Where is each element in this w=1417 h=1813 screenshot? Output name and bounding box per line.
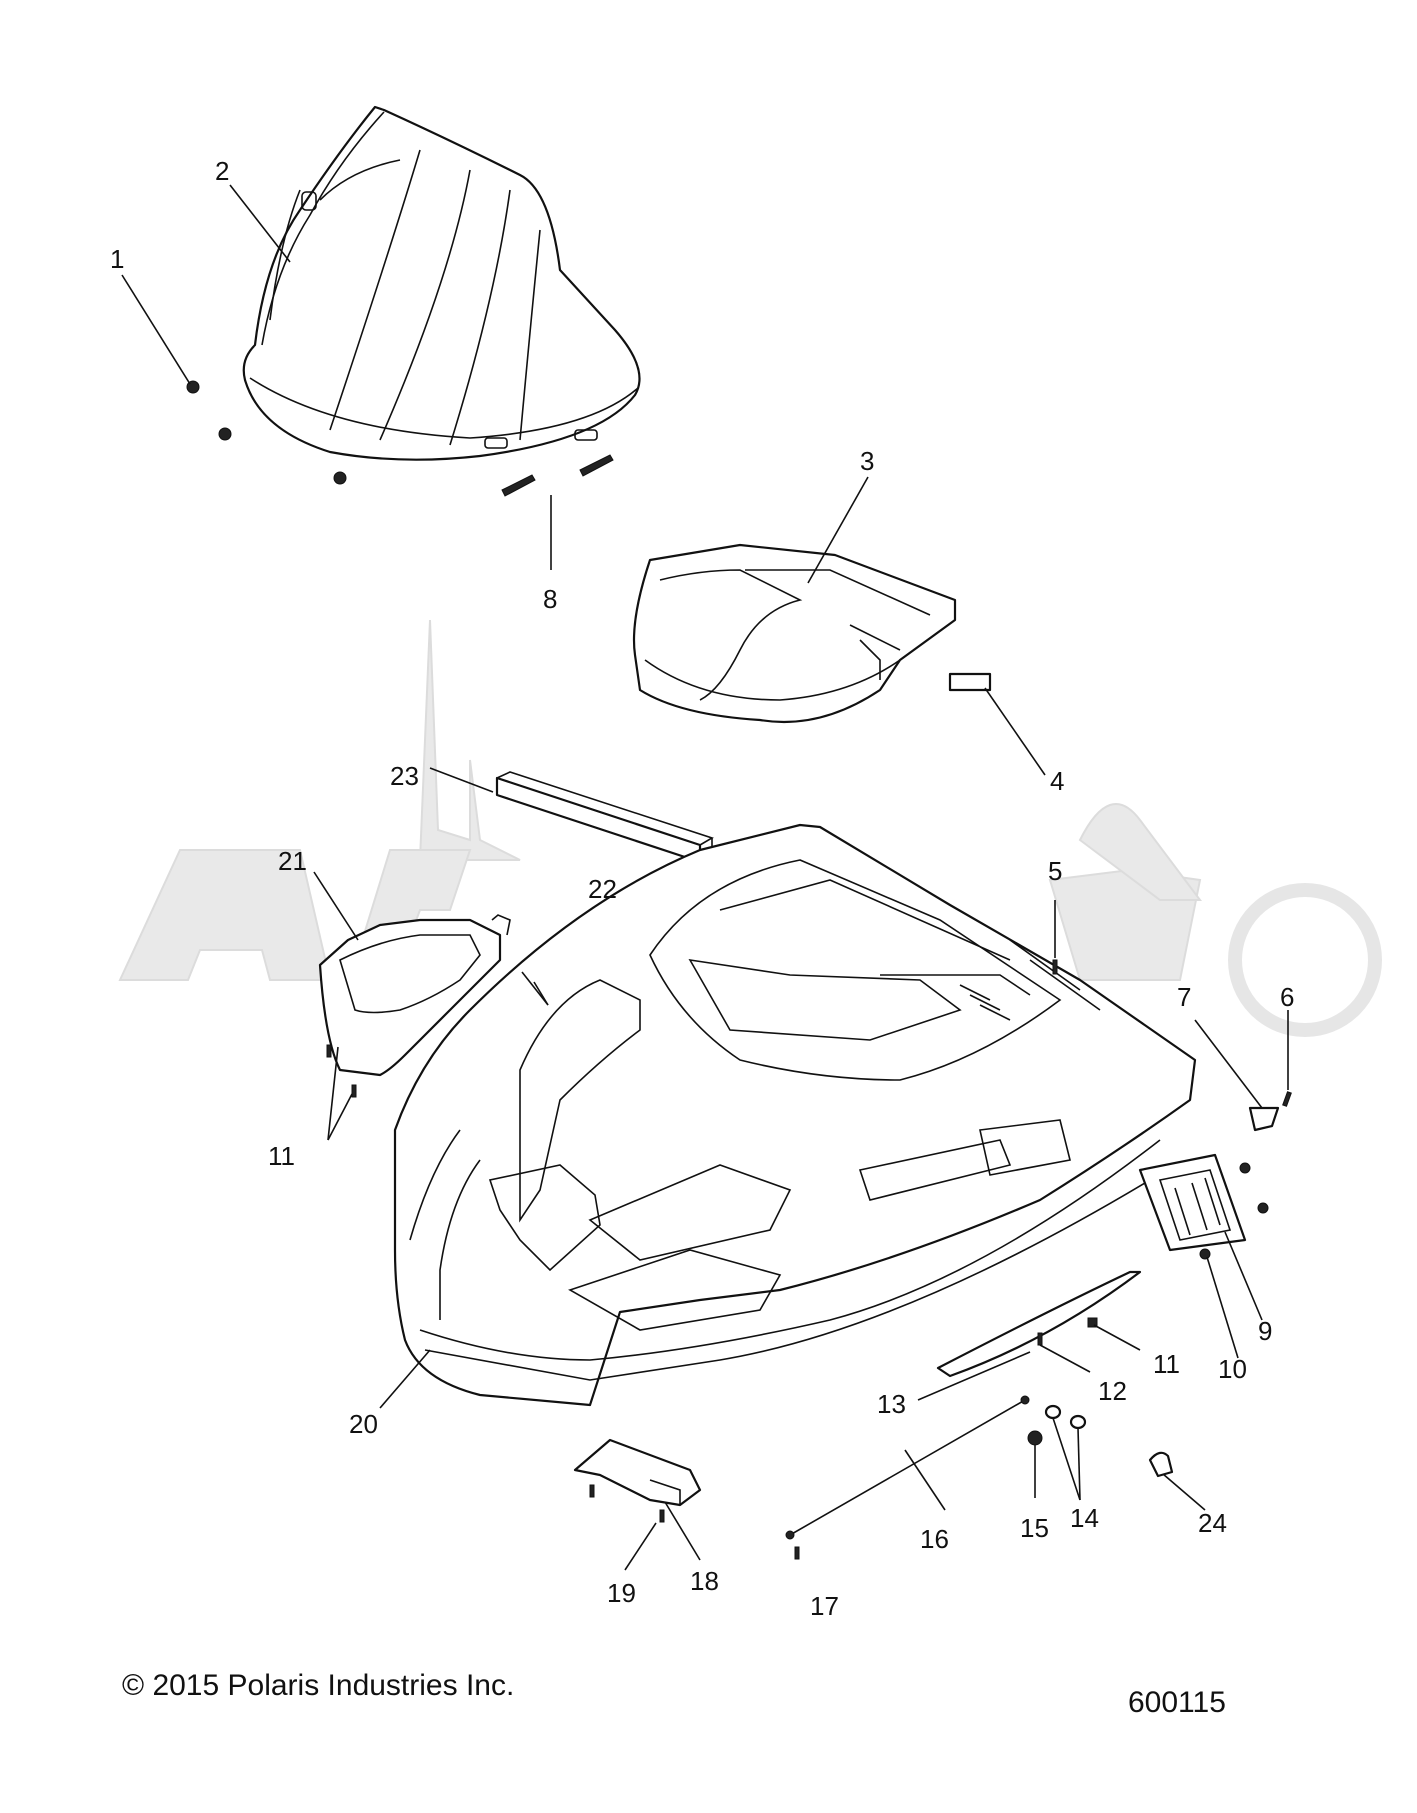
callout-21: 21 xyxy=(278,846,307,876)
callout-17: 17 xyxy=(810,1591,839,1621)
callout-5: 5 xyxy=(1048,856,1062,886)
bracket-screw-bottom xyxy=(659,1509,665,1523)
callout-10: 10 xyxy=(1218,1354,1247,1384)
callout-11-left: 11 xyxy=(268,1141,295,1171)
callout-14: 14 xyxy=(1070,1503,1099,1533)
cable-screw xyxy=(794,1546,800,1560)
callout-18: 18 xyxy=(690,1566,719,1596)
callout-19: 19 xyxy=(607,1578,636,1608)
callout-labels: 1 2 3 4 5 6 7 8 9 10 11 11 12 13 14 15 1… xyxy=(110,156,1294,1621)
callout-3: 3 xyxy=(860,446,874,476)
callout-1: 1 xyxy=(110,244,124,274)
callout-2: 2 xyxy=(215,156,229,186)
callout-15: 15 xyxy=(1020,1513,1049,1543)
callout-24: 24 xyxy=(1198,1508,1227,1538)
hood-screw xyxy=(1052,959,1058,975)
trim-screw xyxy=(1037,1332,1043,1346)
callout-8: 8 xyxy=(543,584,557,614)
bracket-screw-left xyxy=(589,1484,595,1498)
push-rivet-right xyxy=(1087,1317,1098,1328)
callout-4: 4 xyxy=(1050,766,1064,796)
bracket-screw xyxy=(1282,1091,1292,1107)
hood-clip xyxy=(1148,1451,1174,1478)
hood-vent xyxy=(1138,1153,1247,1252)
leader-lines xyxy=(121,184,1289,1571)
copyright-notice: © 2015 Polaris Industries Inc. xyxy=(122,1669,514,1702)
foam-strip xyxy=(495,771,714,864)
vent-screw-group xyxy=(1199,1162,1269,1260)
callout-6: 6 xyxy=(1280,982,1294,1012)
bumper-bracket xyxy=(573,1438,702,1507)
dash-panel xyxy=(632,543,957,724)
diagram-number: 600115 xyxy=(1128,1686,1226,1719)
callout-9: 9 xyxy=(1258,1316,1272,1346)
hood-bracket xyxy=(1248,1106,1280,1132)
hood xyxy=(393,823,1197,1407)
windshield xyxy=(242,105,641,461)
rivet-group xyxy=(501,454,614,497)
washer-group xyxy=(1044,1404,1087,1430)
callout-16: 16 xyxy=(920,1524,949,1554)
callout-23: 23 xyxy=(390,761,419,791)
side-storage-pocket xyxy=(318,914,511,1077)
callout-11-right: 11 xyxy=(1153,1349,1180,1379)
hood-cable xyxy=(785,1395,1030,1540)
foam-block xyxy=(948,672,992,692)
watermark xyxy=(118,619,1382,1037)
callout-7: 7 xyxy=(1177,982,1191,1012)
push-rivet-group-left xyxy=(326,1044,357,1098)
callout-12: 12 xyxy=(1098,1376,1127,1406)
callout-22: 22 xyxy=(588,874,617,904)
callout-20: 20 xyxy=(349,1409,378,1439)
callout-13: 13 xyxy=(877,1389,906,1419)
hood-trim-strip xyxy=(936,1270,1142,1378)
cable-nut xyxy=(1027,1430,1043,1446)
